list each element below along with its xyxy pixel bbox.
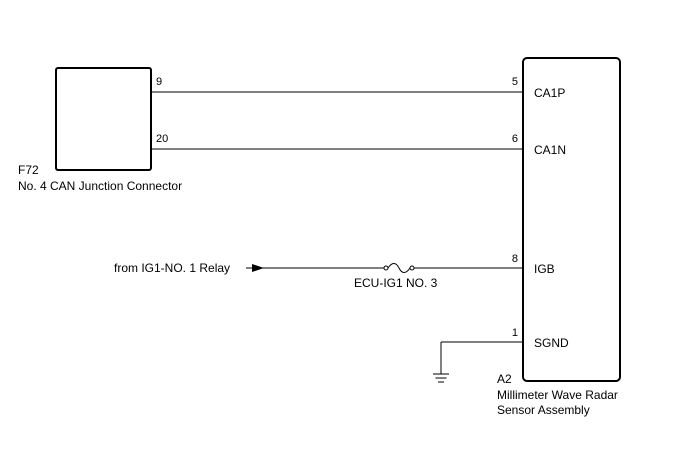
sensor-a2-pin-8: 8	[512, 253, 518, 265]
sensor-a2-pin-5: 5	[512, 76, 518, 88]
sensor-a2-pin-1: 1	[512, 327, 518, 339]
sensor-a2-code: A2	[497, 372, 512, 386]
fuse-label: ECU-IG1 NO. 3	[354, 276, 438, 290]
sensor-a2-terminal-ca1p: CA1P	[534, 86, 565, 100]
connector-f72-box	[55, 67, 152, 171]
sensor-a2-name-line2: Sensor Assembly	[497, 403, 590, 417]
sensor-a2-terminal-igb: IGB	[534, 262, 555, 276]
connector-f72-pin-20: 20	[156, 133, 168, 145]
power-source-label: from IG1-NO. 1 Relay	[114, 261, 230, 275]
arrow-right-icon	[252, 264, 264, 272]
sensor-a2-name-line1: Millimeter Wave Radar	[497, 388, 618, 402]
connector-f72-name: No. 4 CAN Junction Connector	[18, 179, 182, 193]
sensor-a2-box	[522, 57, 621, 382]
fuse-icon	[383, 263, 415, 273]
sensor-a2-terminal-ca1n: CA1N	[534, 143, 566, 157]
sensor-a2-terminal-sgnd: SGND	[534, 336, 569, 350]
ground-icon	[433, 373, 449, 383]
connector-f72-code: F72	[18, 163, 39, 177]
sensor-a2-pin-6: 6	[512, 133, 518, 145]
connector-f72-pin-9: 9	[156, 76, 162, 88]
